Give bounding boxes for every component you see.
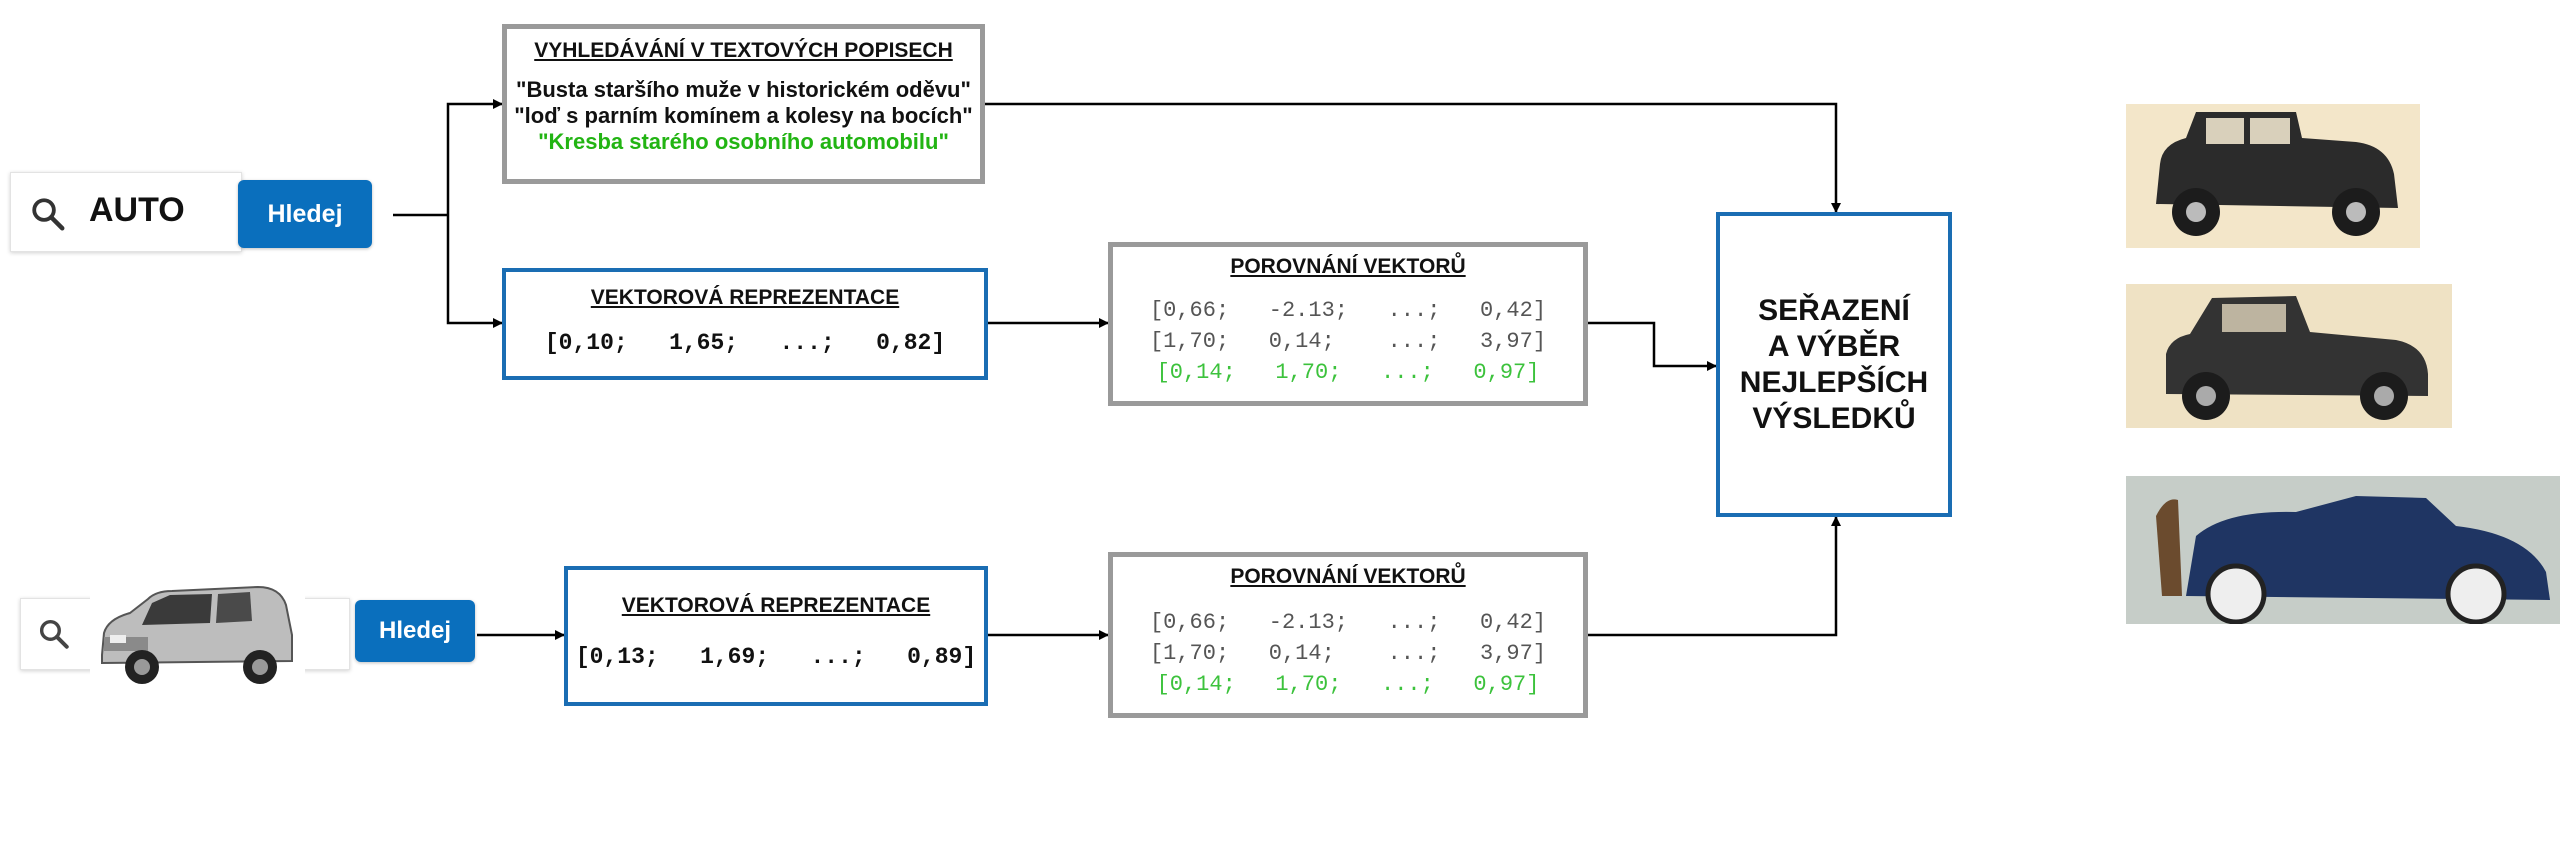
ranking-result-box: SEŘAZENÍ A VÝBĚR NEJLEPŠÍCH VÝSLEDKŮ <box>1716 212 1952 517</box>
arrow-to-text-box <box>446 99 503 215</box>
description-quote-match: "Kresba starého osobního automobilu" <box>538 129 949 154</box>
image-search-button[interactable]: Hledej <box>355 600 475 662</box>
search-icon <box>37 617 71 651</box>
vector-value: [0,13; 1,69; ...; 0,89] <box>575 644 977 670</box>
vector-row: [1,70; 0,14; ...; 3,97] <box>1149 641 1547 666</box>
vector-row: [0,66; -2.13; ...; 0,42] <box>1149 610 1547 635</box>
result-image-sedan[interactable] <box>2126 104 2420 248</box>
arrow-compare-top-to-result <box>1588 321 1717 371</box>
text-search-box[interactable]: AUTO <box>10 172 242 252</box>
search-query-text[interactable]: AUTO <box>89 191 185 229</box>
result-line: SEŘAZENÍ <box>1758 293 1910 327</box>
result-line: A VÝBĚR <box>1767 329 1901 363</box>
vector-representation-title: VEKTOROVÁ REPREZENTACE <box>621 594 931 617</box>
result-line: NEJLEPŠÍCH <box>1739 365 1929 399</box>
vector-row: [0,66; -2.13; ...; 0,42] <box>1149 298 1547 323</box>
vector-row-match: [0,14; 1,70; ...; 0,97] <box>1156 672 1540 697</box>
vector-representation-box: VEKTOROVÁ REPREZENTACE [0,10; 1,65; ...;… <box>502 268 988 380</box>
vector-value: [0,10; 1,65; ...; 0,82] <box>544 330 946 356</box>
vector-row: [1,70; 0,14; ...; 3,97] <box>1149 329 1547 354</box>
arrow-text-to-result <box>985 102 1841 213</box>
query-van-image <box>90 575 305 695</box>
result-image-coupe[interactable] <box>2126 284 2452 428</box>
vector-representation-title: VEKTOROVÁ REPREZENTACE <box>590 286 900 309</box>
arrow-to-vector-top <box>446 215 503 328</box>
result-line: VÝSLEDKŮ <box>1752 401 1916 435</box>
search-icon <box>29 195 67 233</box>
arrow-compare-bottom-to-result <box>1588 516 1841 637</box>
vector-comparison-box: POROVNÁNÍ VEKTORŮ [0,66; -2.13; ...; 0,4… <box>1108 242 1588 406</box>
vector-representation-box: VEKTOROVÁ REPREZENTACE [0,13; 1,69; ...;… <box>564 566 988 706</box>
text-description-box: VYHLEDÁVÁNÍ V TEXTOVÝCH POPISECH "Busta … <box>502 24 985 184</box>
result-image-roadster[interactable] <box>2126 476 2560 624</box>
vector-comparison-title: POROVNÁNÍ VEKTORŮ <box>1230 255 1466 278</box>
vector-comparison-title: POROVNÁNÍ VEKTORŮ <box>1230 565 1466 588</box>
vector-row-match: [0,14; 1,70; ...; 0,97] <box>1156 360 1540 385</box>
vector-comparison-box: POROVNÁNÍ VEKTORŮ [0,66; -2.13; ...; 0,4… <box>1108 552 1588 718</box>
description-quote: "Busta staršího muže v historickém oděvu… <box>516 77 971 102</box>
description-quote: "loď s parním komínem a kolesy na bocích… <box>514 103 973 128</box>
text-description-title: VYHLEDÁVÁNÍ V TEXTOVÝCH POPISECH <box>534 39 953 62</box>
search-button[interactable]: Hledej <box>238 180 372 248</box>
